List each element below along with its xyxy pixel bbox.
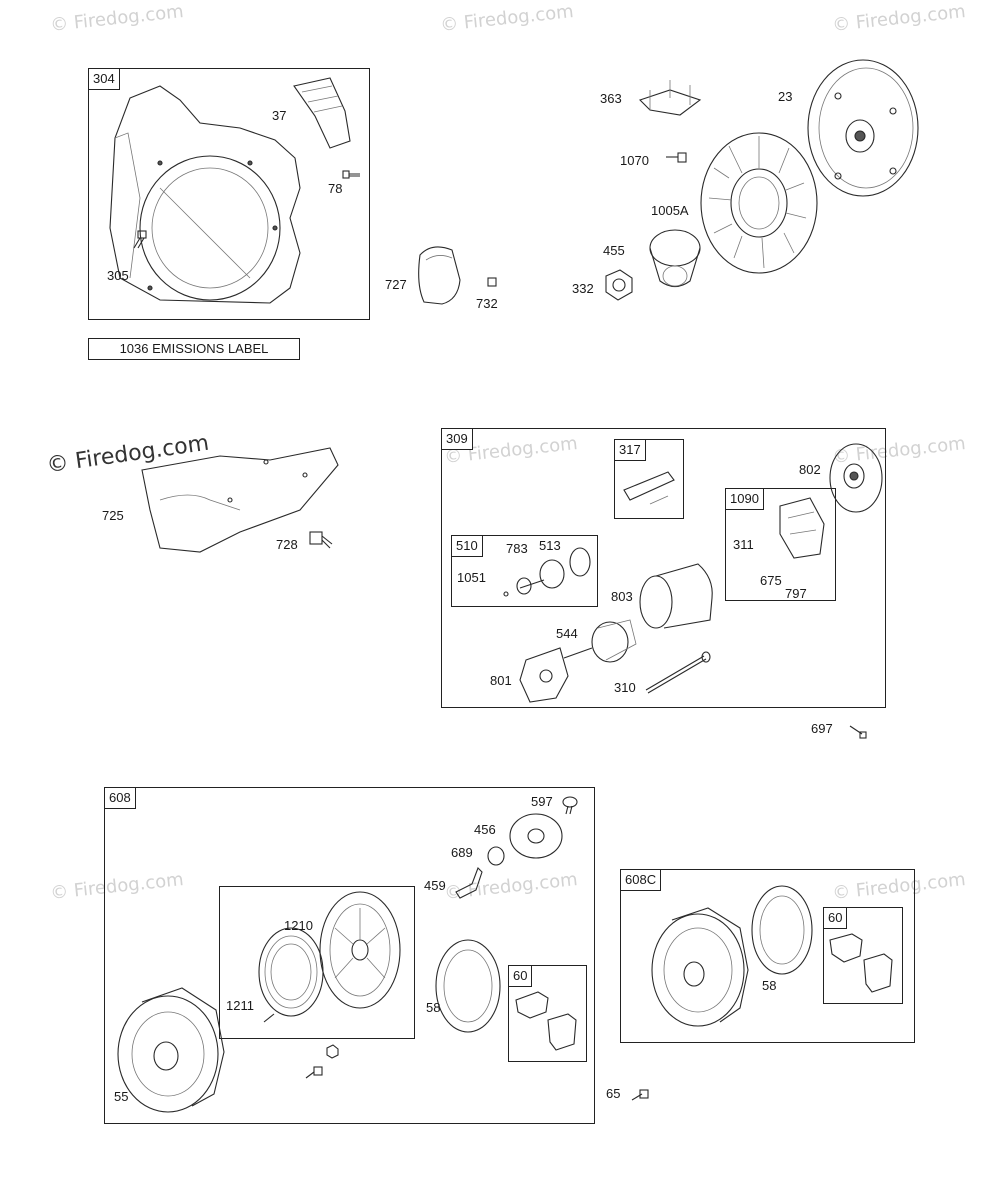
group-608c-box: 608C: [620, 869, 915, 1043]
group-608-box: 608: [104, 787, 595, 1124]
part-label-1070: 1070: [620, 153, 649, 168]
pulley-subgroup-box: [219, 886, 415, 1039]
group-304-box: 304: [88, 68, 370, 320]
part-label-363: 363: [600, 91, 622, 106]
group-317-tag: 317: [614, 439, 646, 461]
bolt-310-drawing: [645, 651, 711, 694]
screw-65-drawing: [631, 1089, 649, 1101]
part-label-797: 797: [785, 586, 807, 601]
part-label-801: 801: [490, 673, 512, 688]
screw-732-drawing: [487, 277, 497, 287]
watermark: © Firedog.com: [49, 1, 185, 36]
part-label-78: 78: [328, 181, 343, 196]
part-label-732: 732: [476, 296, 498, 311]
endcap-802-drawing: [829, 443, 883, 513]
screw-lower-drawing: [305, 1066, 323, 1079]
group-510-box: 510: [451, 535, 598, 607]
group-60-right-tag: 60: [823, 907, 848, 929]
part-label-802: 802: [799, 462, 821, 477]
group-1090-box: 1090: [725, 488, 836, 601]
pinion-510-drawing: [503, 547, 591, 597]
part-label-783: 783: [506, 541, 528, 556]
part-label-1211: 1211: [226, 998, 254, 1013]
watermark: © Firedog.com: [831, 1, 967, 36]
nut-lower-drawing: [326, 1044, 339, 1059]
part-label-459: 459: [424, 878, 446, 893]
group-317-box: 317: [614, 439, 684, 519]
part-label-1051: 1051: [457, 570, 486, 585]
part-label-725: 725: [102, 508, 124, 523]
group-60-left-tag: 60: [508, 965, 533, 987]
cup-455-drawing: [649, 229, 701, 288]
group-1090-tag: 1090: [725, 488, 764, 510]
group-309-box: 309: [441, 428, 886, 708]
part-label-803: 803: [611, 589, 633, 604]
part-label-1210: 1210: [284, 918, 313, 933]
group-608c-tag: 608C: [620, 869, 662, 891]
pawl-459-drawing: [455, 867, 483, 899]
bracket-363-drawing: [638, 80, 702, 116]
baffle-725-drawing: [141, 447, 339, 553]
spring-1211-drawing: [258, 927, 324, 1023]
watermark: © Firedog.com: [439, 1, 575, 36]
cover-727-drawing: [418, 246, 461, 305]
group-608-tag: 608: [104, 787, 136, 809]
part-label-675: 675: [760, 573, 782, 588]
group-60-right-box: 60: [823, 907, 903, 1004]
screw-597-drawing: [562, 796, 578, 815]
handle-60-left-drawing: [515, 991, 577, 1051]
pulley-1210-drawing: [319, 891, 401, 1009]
part-label-697: 697: [811, 721, 833, 736]
brush-1090-drawing: [779, 497, 825, 559]
armature-544-drawing: [563, 619, 637, 663]
part-label-455: 455: [603, 243, 625, 258]
emissions-label-box: 1036 EMISSIONS LABEL: [88, 338, 300, 360]
group-60-left-box: 60: [508, 965, 587, 1062]
part-label-55: 55: [114, 1089, 129, 1104]
part-label-311: 311: [733, 537, 754, 552]
part-label-513: 513: [539, 538, 561, 553]
screw-1070-drawing: [666, 152, 687, 163]
part-label-37: 37: [272, 108, 287, 123]
part-label-1005a: 1005A: [651, 203, 689, 218]
group-510-tag: 510: [451, 535, 483, 557]
housing-55-drawing: [117, 987, 225, 1113]
part-label-58-left: 58: [426, 1000, 441, 1015]
screw-78-drawing: [342, 170, 360, 179]
part-label-332: 332: [572, 281, 594, 296]
flywheel-23-drawing: [807, 59, 919, 197]
part-label-58-right: 58: [762, 978, 777, 993]
group-304-tag: 304: [88, 68, 120, 90]
part-label-305: 305: [107, 268, 129, 283]
fan-1005a-drawing: [700, 132, 818, 274]
part-label-727: 727: [385, 277, 407, 292]
part-label-728: 728: [276, 537, 298, 552]
blower-housing-drawing: [109, 85, 301, 304]
handle-60-right-drawing: [829, 933, 893, 993]
shield-37-drawing: [293, 77, 351, 149]
screw-305-drawing: [133, 230, 147, 249]
decal-58-right-drawing: [751, 885, 813, 975]
part-label-689: 689: [451, 845, 473, 860]
endplate-801-drawing: [519, 647, 569, 703]
part-label-544: 544: [556, 626, 578, 641]
housing-608c-drawing: [651, 907, 749, 1027]
part-label-597: 597: [531, 794, 553, 809]
part-label-65: 65: [606, 1086, 621, 1101]
screw-697-drawing: [849, 725, 867, 739]
decal-58-left-drawing: [435, 939, 501, 1033]
nut-332-drawing: [605, 269, 633, 301]
retainer-456-drawing: [509, 813, 563, 859]
group-309-tag: 309: [441, 428, 473, 450]
part-label-310: 310: [614, 680, 636, 695]
part-label-23: 23: [778, 89, 793, 104]
ring-689-drawing: [487, 846, 505, 866]
housing-803-drawing: [639, 563, 713, 629]
part-label-456: 456: [474, 822, 496, 837]
drive-317-drawing: [623, 471, 675, 505]
screw-728-drawing: [309, 531, 333, 549]
